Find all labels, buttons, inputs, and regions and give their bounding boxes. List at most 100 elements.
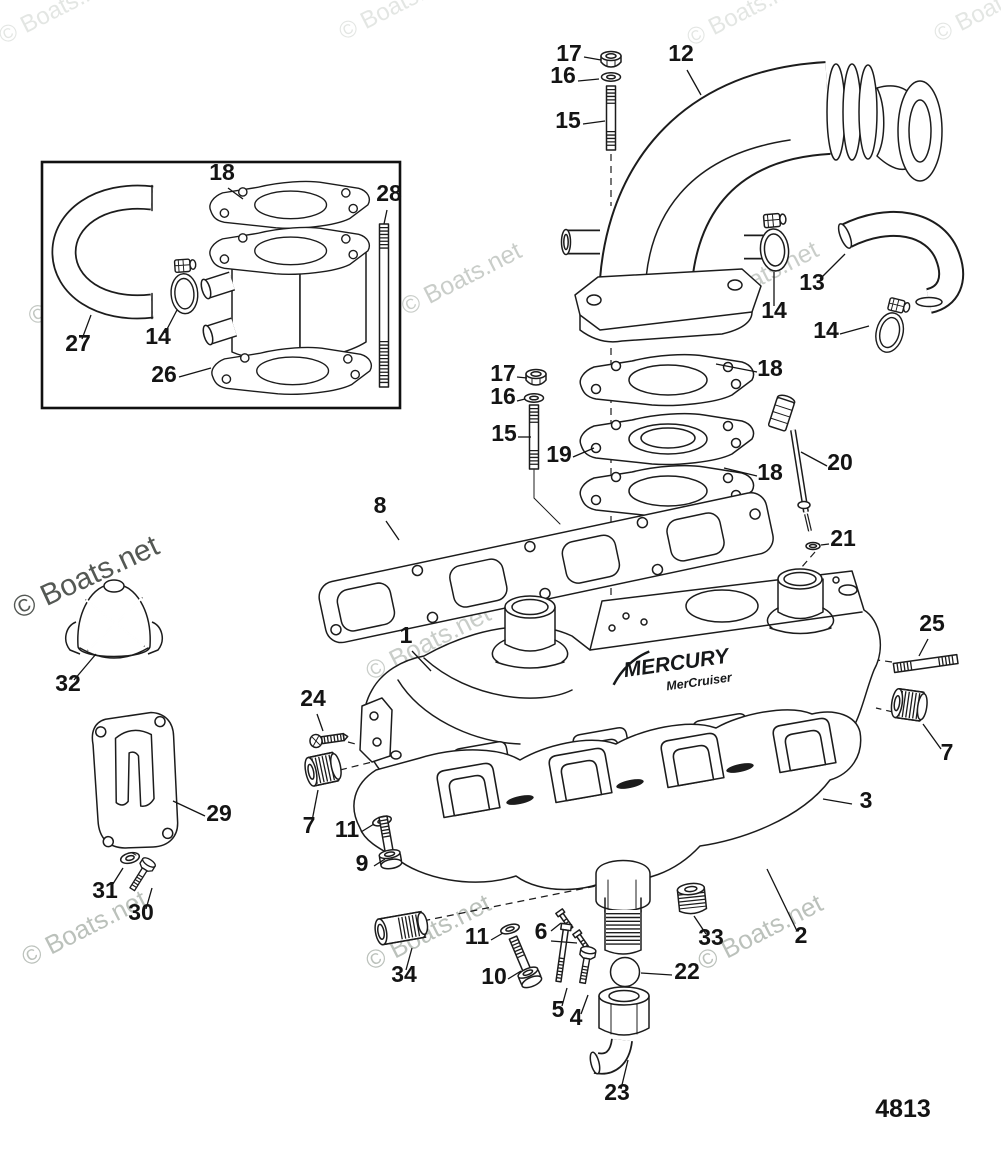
callout-label-7: 7 xyxy=(303,812,316,838)
callout-leader-3 xyxy=(822,798,853,805)
callout-leader-4 xyxy=(580,994,589,1015)
callout-label-10: 10 xyxy=(481,963,507,989)
callout-leader-12 xyxy=(686,69,702,96)
part-22-ball-plug xyxy=(609,956,641,988)
callout-label-7: 7 xyxy=(941,739,954,765)
callout-label-9: 9 xyxy=(356,850,369,876)
part-7-plug-right xyxy=(890,688,929,722)
callout-leader-5 xyxy=(561,987,568,1007)
riser-left xyxy=(491,595,569,669)
callout-leader-7 xyxy=(311,789,319,822)
callout-label-18: 18 xyxy=(209,159,235,185)
callout-label-18: 18 xyxy=(757,355,783,381)
watermark-text: © Boats.net xyxy=(682,0,807,52)
part-17-nut-mid xyxy=(525,368,547,386)
part-23-elbow-fitting xyxy=(589,986,650,1075)
callout-leader-28 xyxy=(383,209,388,225)
callout-leader-11 xyxy=(360,823,375,833)
callout-leader-6 xyxy=(550,922,562,932)
callout-leader-29 xyxy=(172,800,206,817)
center-outlet-boss xyxy=(595,859,651,955)
callout-leader-30 xyxy=(145,887,153,910)
callout-label-11: 11 xyxy=(465,923,490,949)
part-28-stud xyxy=(378,223,390,388)
part-13-hose xyxy=(837,211,964,314)
part-14-clamp-b xyxy=(871,295,912,356)
callout-leader-17 xyxy=(583,56,602,61)
callout-label-1: 1 xyxy=(400,622,413,648)
watermark-text: © Boats.net xyxy=(929,0,1001,48)
elbow-flange xyxy=(574,268,762,343)
diagram-number: 4813 xyxy=(875,1095,931,1123)
callout-label-4: 4 xyxy=(570,1004,583,1030)
watermark-text: © Boats.net xyxy=(397,237,526,321)
callout-leader-25 xyxy=(918,638,929,657)
callout-label-20: 20 xyxy=(827,449,853,475)
callout-leader-32 xyxy=(73,653,97,681)
part-7-plug-left xyxy=(303,751,343,787)
elbow-left-nipple xyxy=(560,228,600,256)
callout-leader-27 xyxy=(81,314,92,340)
part-21-oring xyxy=(805,541,821,551)
callout-label-14: 14 xyxy=(813,317,839,343)
callout-leader-10 xyxy=(507,970,522,980)
callout-leader-14 xyxy=(164,309,178,334)
callout-leader-9 xyxy=(373,858,386,867)
callout-label-17: 17 xyxy=(490,360,516,386)
callout-label-31: 31 xyxy=(92,877,118,903)
callout-label-32: 32 xyxy=(55,670,81,696)
inset-box-group xyxy=(40,160,402,410)
elbow-bellows xyxy=(826,63,943,182)
callout-leader-8 xyxy=(385,520,400,541)
callout-label-14: 14 xyxy=(761,297,787,323)
callout-label-2: 2 xyxy=(795,922,808,948)
callout-label-15: 15 xyxy=(555,107,581,133)
callout-leader-33 xyxy=(693,915,707,935)
callout-label-27: 27 xyxy=(65,330,91,356)
callout-label-14: 14 xyxy=(145,323,171,349)
callout-label-24: 24 xyxy=(300,685,326,711)
callout-label-23: 23 xyxy=(604,1079,630,1105)
callout-label-5: 5 xyxy=(552,996,565,1022)
watermark-text: © Boats.net xyxy=(16,883,152,972)
callout-leader-23 xyxy=(620,1059,629,1090)
callout-label-26: 26 xyxy=(151,361,177,387)
part-16-washer-top xyxy=(600,72,622,82)
callout-leader-11 xyxy=(490,932,504,941)
callout-leader-34 xyxy=(405,947,413,971)
part-29-end-plate xyxy=(91,711,179,849)
gasket-stack-group xyxy=(579,353,755,518)
callout-label-16: 16 xyxy=(550,62,576,88)
callout-label-3: 3 xyxy=(860,787,873,813)
callout-label-6: 6 xyxy=(535,918,548,944)
part-8-manifold-gasket xyxy=(318,492,774,644)
callout-label-29: 29 xyxy=(206,800,232,826)
callout-label-19: 19 xyxy=(546,441,572,467)
callout-leader-7 xyxy=(922,723,942,750)
callout-leader-31 xyxy=(110,867,124,888)
callout-label-18: 18 xyxy=(757,459,783,485)
part-32-end-cap xyxy=(64,579,164,659)
part-34-fitting xyxy=(374,910,429,946)
callout-leader-1 xyxy=(411,650,432,672)
hardware-top-group xyxy=(600,50,622,151)
part-25-stud xyxy=(892,653,959,674)
manifold-left-flange xyxy=(359,697,402,763)
part-12-exhaust-elbow xyxy=(560,61,943,343)
callout-label-33: 33 xyxy=(698,924,724,950)
callout-label-34: 34 xyxy=(391,961,417,987)
callout-label-13: 13 xyxy=(799,269,825,295)
part-2-lower-manifold xyxy=(353,709,862,955)
watermark-text: © Boats.net xyxy=(334,0,459,46)
part-27-hose xyxy=(51,184,154,320)
callout-leader-16 xyxy=(516,398,526,402)
part-4-bolt xyxy=(575,946,596,985)
callout-leader-19 xyxy=(572,447,595,458)
part-31-lockwasher xyxy=(118,850,142,866)
part-20-dipstick xyxy=(767,394,812,532)
callout-leader-24 xyxy=(316,713,324,732)
callout-label-15: 15 xyxy=(491,420,517,446)
callout-leader-2 xyxy=(766,868,798,932)
